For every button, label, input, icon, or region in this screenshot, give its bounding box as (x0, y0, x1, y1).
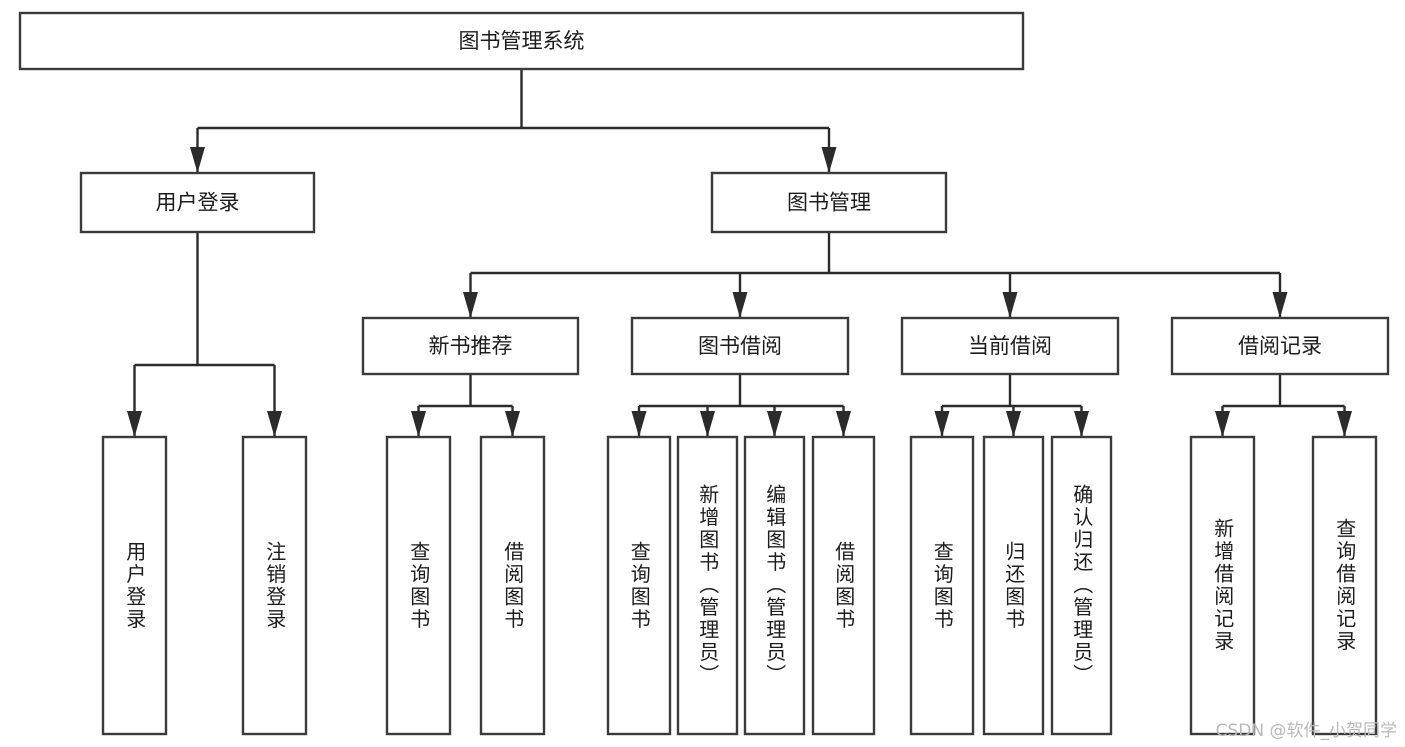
arrow-head-icon (127, 411, 142, 437)
arrow-head-icon (1272, 292, 1288, 318)
node-box-borrow-book-2 (811, 435, 876, 736)
node-label-new-book-recommend: 新书推荐 (429, 334, 513, 358)
arrow-head-icon (1002, 292, 1018, 318)
node-box-borrow-book-1 (479, 435, 546, 736)
node-box-edit-book-admin (743, 435, 806, 736)
arrow-head-icon (505, 411, 520, 437)
node-box-query-book-2 (606, 435, 672, 736)
arrow-head-icon (934, 411, 950, 437)
arrow-head-icon (411, 411, 426, 437)
arrow-head-icon (631, 411, 647, 437)
node-box-query-borrow-record (1311, 435, 1378, 736)
node-label-book-management: 图书管理 (787, 191, 871, 215)
node-box-user-logout-leaf (241, 435, 308, 736)
node-box-add-borrow-record (1189, 435, 1256, 736)
node-box-root (18, 11, 1025, 71)
node-box-return-book (982, 435, 1045, 736)
node-box-user-login-leaf (101, 435, 168, 736)
arrow-head-icon (190, 147, 205, 173)
node-box-current-borrow (900, 316, 1120, 376)
node-box-query-book-3 (909, 435, 975, 736)
node-box-book-borrow (630, 316, 850, 376)
node-box-confirm-return-admin (1050, 435, 1113, 736)
node-box-book-management (710, 171, 948, 234)
arrow-head-icon (821, 147, 837, 173)
arrow-head-icon (463, 292, 478, 318)
arrow-head-icon (1006, 411, 1021, 437)
arrow-head-icon (767, 411, 782, 437)
boxes-layer (18, 11, 1390, 736)
arrow-head-icon (732, 292, 748, 318)
node-box-add-book-admin (676, 435, 739, 736)
connectors-layer (127, 69, 1352, 437)
node-label-current-borrow: 当前借阅 (968, 334, 1052, 358)
node-label-book-borrow: 图书借阅 (698, 334, 782, 358)
node-box-new-book-recommend (361, 316, 580, 376)
arrow-head-icon (1337, 411, 1352, 437)
node-box-borrow-record (1170, 316, 1390, 376)
node-box-user-login (79, 171, 316, 234)
arrow-head-icon (700, 411, 715, 437)
arrow-head-icon (1074, 411, 1089, 437)
arrow-head-icon (836, 411, 851, 437)
node-label-borrow-record: 借阅记录 (1238, 334, 1322, 358)
node-box-query-book-1 (385, 435, 452, 736)
node-label-root: 图书管理系统 (459, 29, 585, 53)
arrow-head-icon (1215, 411, 1230, 437)
node-label-user-login: 用户登录 (156, 191, 240, 215)
arrow-head-icon (267, 411, 282, 437)
